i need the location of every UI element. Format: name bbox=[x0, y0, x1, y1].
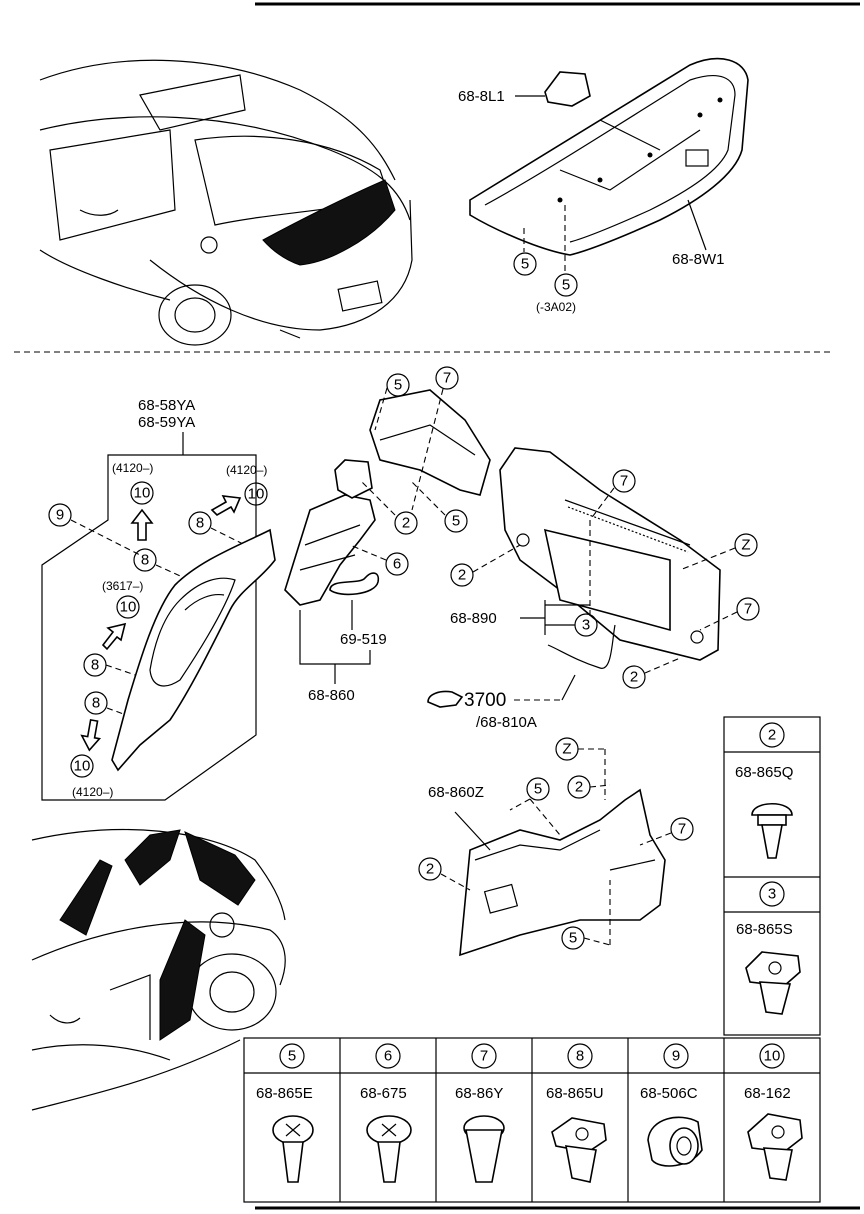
callout-10-c: 10 bbox=[120, 599, 137, 616]
table-callout-2: 2 bbox=[768, 727, 776, 744]
label-strap: 69-519 bbox=[340, 631, 387, 648]
partno-68-58ya: 68-58YA bbox=[138, 397, 195, 414]
table-callout-5: 5 bbox=[288, 1048, 296, 1065]
callout-5-lower-b: 5 bbox=[569, 930, 577, 947]
partno-68-860: 68-860 bbox=[308, 687, 355, 704]
table-part-68-865u: 68-865U bbox=[546, 1085, 604, 1102]
callout-7-lower: 7 bbox=[678, 821, 686, 838]
callout-2-lower-a: 2 bbox=[575, 779, 583, 796]
car-rear-illustration bbox=[39, 59, 413, 346]
clip-68-865q-icon bbox=[751, 803, 793, 859]
callout-5-liner-b: 5 bbox=[562, 277, 570, 294]
callout-2-rear-b: 2 bbox=[630, 669, 638, 686]
rear-trim-group: 7 Z 7 2 68-890 3 2 3700 /68-810A bbox=[427, 447, 760, 731]
trunk-lid-liner bbox=[469, 57, 749, 256]
partno-68-890: 68-890 bbox=[450, 610, 497, 627]
clip-68-865s-icon bbox=[745, 951, 801, 1015]
clip-68-162-icon bbox=[747, 1113, 803, 1181]
ref-4120-c: (4120–) bbox=[72, 785, 113, 799]
table-callout-8: 8 bbox=[576, 1048, 584, 1065]
callout-2-center: 2 bbox=[402, 515, 410, 532]
callout-7-rear-b: 7 bbox=[744, 601, 752, 618]
table-callout-9: 9 bbox=[672, 1048, 680, 1065]
callout-5-center-b: 5 bbox=[452, 513, 460, 530]
table-part-68-865q: 68-865Q bbox=[735, 764, 793, 781]
table-part-68-865e: 68-865E bbox=[256, 1085, 313, 1102]
ref-page-3700[interactable]: 3700 bbox=[464, 690, 506, 711]
callout-z-lower: Z bbox=[562, 741, 571, 758]
ref-4120-a: (4120–) bbox=[112, 461, 153, 475]
ref-3617: (3617–) bbox=[102, 579, 143, 593]
callout-3-rear: 3 bbox=[582, 617, 590, 634]
clip-68-865e-icon bbox=[272, 1115, 314, 1183]
fastener-table bbox=[243, 716, 821, 1203]
table-part-68-865s: 68-865S bbox=[736, 921, 793, 938]
clip-68-865u-icon bbox=[551, 1117, 607, 1183]
table-part-68-162: 68-162 bbox=[744, 1085, 791, 1102]
callout-8-d: 8 bbox=[92, 695, 100, 712]
table-callout-3: 3 bbox=[768, 886, 776, 903]
clip-68-86y-icon bbox=[463, 1115, 505, 1183]
lower-trim-group: Z 68-860Z 5 2 7 2 5 bbox=[418, 737, 694, 957]
center-trim-group: 5 7 2 5 6 69-519 68-860 bbox=[284, 366, 491, 704]
callout-10-b: 10 bbox=[248, 486, 265, 503]
callout-8-b: 8 bbox=[141, 552, 149, 569]
table-callout-10: 10 bbox=[764, 1048, 781, 1065]
callout-2-rear-a: 2 bbox=[458, 567, 466, 584]
callout-7-center: 7 bbox=[443, 370, 451, 387]
callout-6-center: 6 bbox=[393, 556, 401, 573]
label-liner: 68-8W1 bbox=[672, 251, 725, 268]
ref-4120-b: (4120–) bbox=[226, 463, 267, 477]
callout-5-lower-a: 5 bbox=[534, 781, 542, 798]
callout-8-a: 8 bbox=[196, 515, 204, 532]
clip-68-675-icon bbox=[366, 1115, 412, 1183]
callout-z-rear: Z bbox=[741, 537, 750, 554]
callout-9: 9 bbox=[56, 507, 64, 524]
partno-68-59ya: 68-59YA bbox=[138, 414, 195, 431]
car-side-illustration bbox=[31, 829, 286, 1111]
callout-5-center-a: 5 bbox=[394, 377, 402, 394]
label-stopper: 68-8L1 bbox=[458, 88, 505, 105]
callout-10-d: 10 bbox=[74, 758, 91, 775]
partno-68-860z: 68-860Z bbox=[428, 784, 484, 801]
table-part-68-86y: 68-86Y bbox=[455, 1085, 503, 1102]
pointing-hand-icon bbox=[427, 690, 464, 708]
callout-10-a: 10 bbox=[134, 485, 151, 502]
left-trim-group: 68-58YA 68-59YA (4120–) 10 (4120–) 10 (3… bbox=[41, 397, 276, 801]
callout-8-c: 8 bbox=[91, 657, 99, 674]
clip-68-506c-icon bbox=[647, 1116, 703, 1167]
table-callout-6: 6 bbox=[384, 1048, 392, 1065]
ref-68-810a: /68-810A bbox=[476, 714, 537, 731]
table-callout-7: 7 bbox=[480, 1048, 488, 1065]
stopper-part bbox=[544, 71, 591, 107]
note-3a02: (-3A02) bbox=[536, 300, 576, 314]
callout-7-rear-a: 7 bbox=[620, 473, 628, 490]
table-part-68-675: 68-675 bbox=[360, 1085, 407, 1102]
table-part-68-506c: 68-506C bbox=[640, 1085, 698, 1102]
callout-5-liner-a: 5 bbox=[521, 256, 529, 273]
callout-2-lower-b: 2 bbox=[426, 861, 434, 878]
